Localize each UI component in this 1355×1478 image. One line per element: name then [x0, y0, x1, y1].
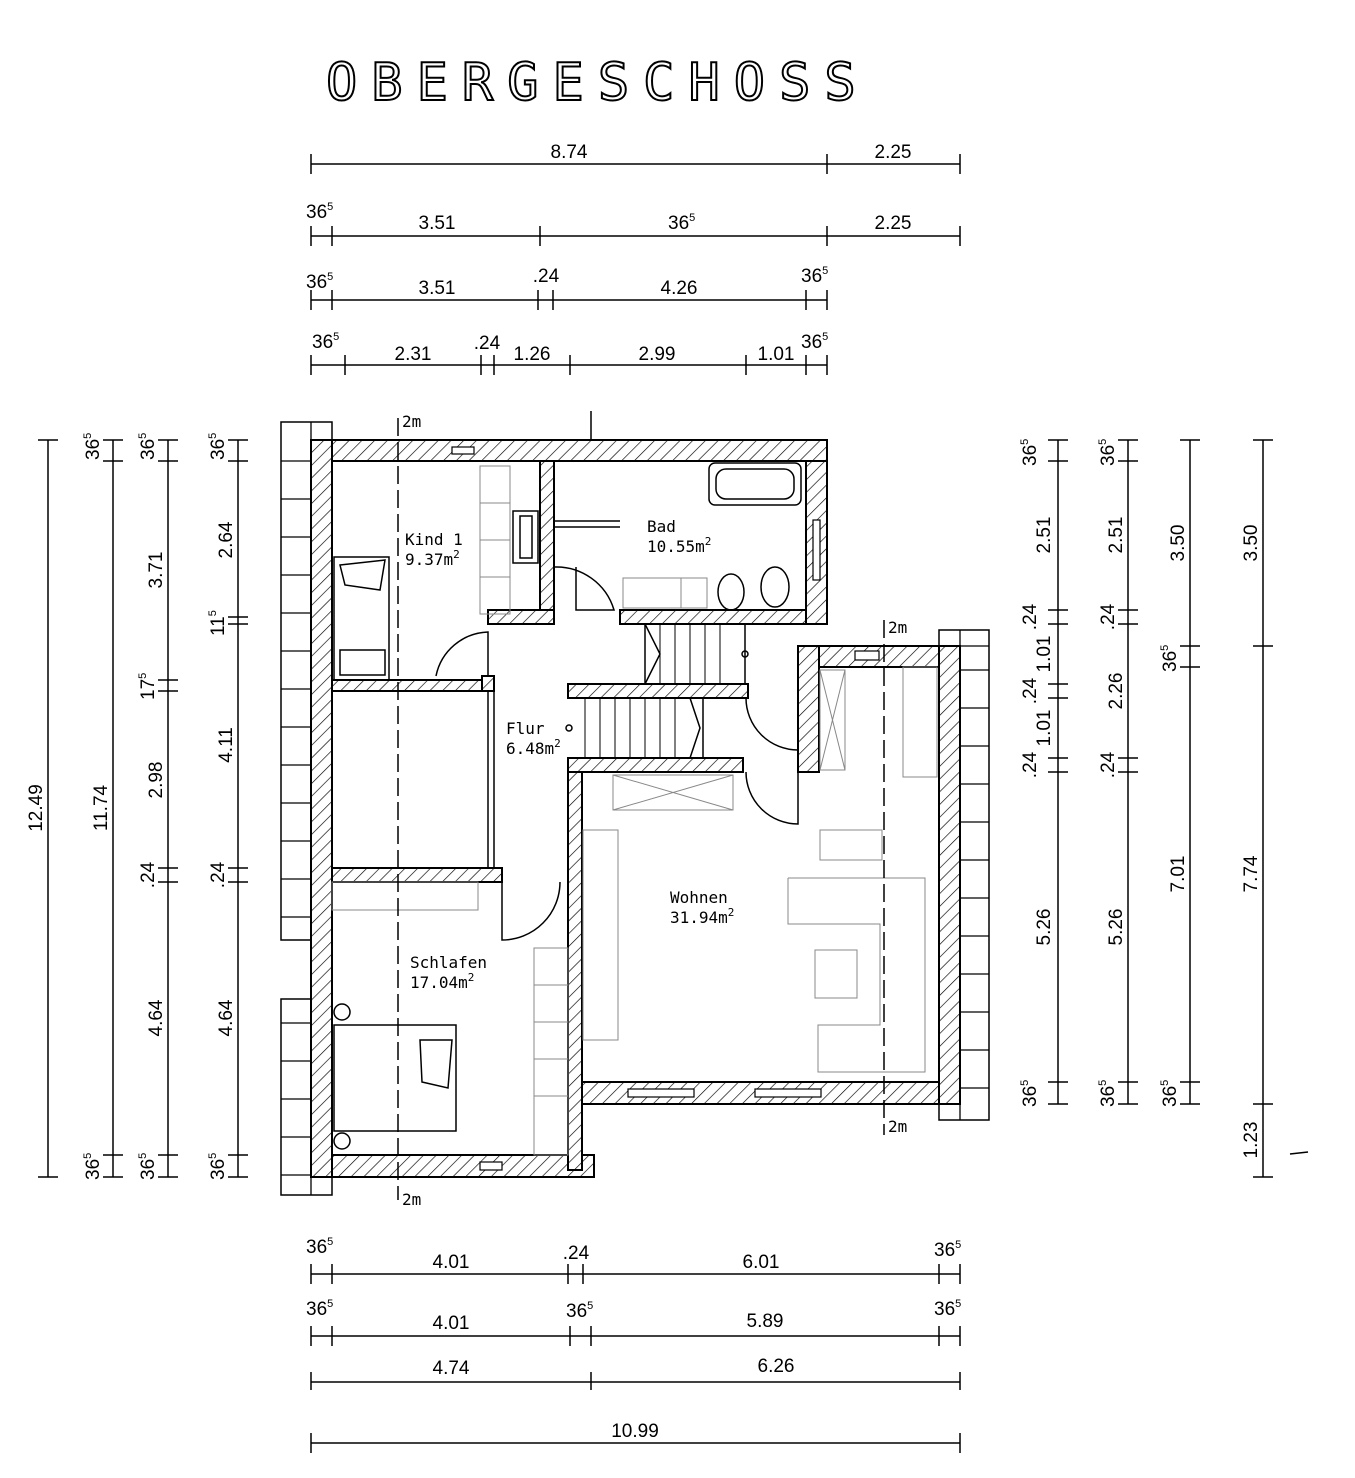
room-name-schlafen: Schlafen	[410, 953, 487, 972]
dim-right-c1-d: 1.01	[1034, 636, 1055, 673]
room-area-kind1: 9.37m2	[405, 548, 460, 569]
top-dimension-chains: 8.74 2.25 365 3.51 365 2.25 365 3.51 .24…	[306, 142, 961, 375]
section-lines	[397, 418, 885, 1200]
dim-right-c2-a: 365	[1097, 439, 1119, 466]
dim-top-r2-a: 365	[306, 201, 333, 223]
dim-right-c3-d: 365	[1159, 1080, 1181, 1107]
dim-left-c3-f: 4.64	[146, 999, 167, 1036]
left-dimension-chains: 12.49 365 11.74 365 365 3.71 175 2.98 .2…	[26, 433, 248, 1180]
dim-bot-r2-a: 365	[306, 1298, 333, 1320]
dim-right-c2-g: 365	[1097, 1080, 1119, 1107]
dim-right-c2-b: 2.51	[1106, 517, 1127, 554]
dim-right-c1-g: .24	[1020, 751, 1041, 778]
dim-right-c1-c: .24	[1020, 603, 1041, 630]
dim-top-2-25: 2.25	[875, 142, 912, 163]
dim-top-r3-a: 365	[306, 271, 333, 293]
dim-bot-r3-a: 4.74	[433, 1358, 470, 1379]
dim-bot-r2-b: 4.01	[433, 1313, 470, 1334]
dim-right-c1-h: 5.26	[1034, 909, 1055, 946]
dim-right-c2-e: .24	[1098, 751, 1119, 778]
dim-left-c2-b: 11.74	[91, 785, 112, 832]
dim-right-c1-i: 365	[1019, 1080, 1041, 1107]
section-marker-bottom-right: 2m	[888, 1117, 907, 1136]
dim-left-c3-c: 175	[137, 673, 159, 700]
dim-bot-r3-b: 6.26	[758, 1356, 795, 1377]
dim-top-r4-a: 365	[312, 331, 339, 353]
dim-left-c4-f: 4.64	[216, 999, 237, 1036]
bottom-dimension-chains: 365 4.01 .24 6.01 365 365 4.01 365 5.89 …	[306, 1236, 961, 1453]
dim-left-c3-a: 365	[137, 433, 159, 460]
dim-top-r4-g: 365	[801, 331, 828, 353]
dim-left-c3-b: 3.71	[146, 552, 167, 589]
dim-right-c2-c: .24	[1098, 603, 1119, 630]
dim-bot-r2-e: 365	[934, 1298, 961, 1320]
dim-top-r2-d: 2.25	[875, 213, 912, 234]
dim-bot-r1-a: 365	[306, 1236, 333, 1258]
dim-top-r4-f: 1.01	[758, 344, 795, 365]
section-marker-top-left: 2m	[402, 412, 421, 431]
dim-bot-r1-c: .24	[563, 1243, 590, 1264]
room-name-wohnen: Wohnen	[670, 888, 728, 907]
room-name-bad: Bad	[647, 517, 676, 536]
dim-right-c1-e: .24	[1020, 677, 1041, 704]
room-area-schlafen: 17.04m2	[410, 971, 474, 992]
dim-bot-r1-e: 365	[934, 1239, 961, 1261]
dim-left-c2-c: 365	[82, 1153, 104, 1180]
doors	[435, 566, 799, 941]
dim-right-c1-b: 2.51	[1034, 517, 1055, 554]
dim-bot-r4-a: 10.99	[611, 1421, 659, 1442]
dim-bot-r2-c: 365	[566, 1300, 593, 1322]
dim-top-r3-e: 365	[801, 265, 828, 287]
dim-bot-r1-d: 6.01	[743, 1252, 780, 1273]
room-area-wohnen: 31.94m2	[670, 906, 734, 927]
furniture	[331, 462, 938, 1156]
right-dimension-chains: 365 2.51 .24 1.01 .24 1.01 .24 5.26 365 …	[1019, 439, 1309, 1178]
dim-top-r4-c: .24	[474, 333, 501, 354]
section-marker-top-right: 2m	[888, 618, 907, 637]
dim-top-r4-e: 2.99	[639, 344, 676, 365]
dim-left-c2-a: 365	[82, 433, 104, 460]
interior-lines	[332, 623, 749, 868]
room-name-flur: Flur	[506, 719, 545, 738]
dim-right-c2-d: 2.26	[1106, 673, 1127, 710]
plan-title: OBERGESCHOSS	[326, 53, 870, 113]
windows	[451, 446, 880, 1171]
dim-left-c4-a: 365	[207, 433, 229, 460]
room-area-flur: 6.48m2	[506, 737, 561, 758]
dim-bot-r1-b: 4.01	[433, 1252, 470, 1273]
dim-top-r4-b: 2.31	[395, 344, 432, 365]
dim-right-c1-a: 365	[1019, 439, 1041, 466]
dim-right-c4-c: 1.23	[1241, 1122, 1262, 1159]
walls	[310, 439, 961, 1178]
dim-top-r3-c: .24	[533, 266, 560, 287]
dim-bot-r2-d: 5.89	[747, 1311, 784, 1332]
dim-right-c1-f: 1.01	[1034, 710, 1055, 747]
room-name-kind1: Kind 1	[405, 530, 463, 549]
dim-left-c3-d: 2.98	[146, 762, 167, 799]
dim-left-c4-e: .24	[208, 861, 229, 888]
dim-right-c4-b: 7.74	[1241, 855, 1262, 892]
section-marker-bottom-left: 2m	[402, 1190, 421, 1209]
dim-top-r4-d: 1.26	[514, 344, 551, 365]
dim-right-c3-a: 3.50	[1168, 525, 1189, 562]
dim-left-c3-g: 365	[137, 1153, 159, 1180]
dim-right-c3-c: 7.01	[1168, 856, 1189, 893]
dim-left-c3-e: .24	[138, 861, 159, 888]
room-labels: Kind 1 9.37m2 Bad 10.55m2 Flur 6.48m2 Wo…	[405, 517, 734, 992]
room-area-bad: 10.55m2	[647, 535, 711, 556]
dim-left-c4-b: 2.64	[216, 521, 237, 558]
dim-right-c4-a: 3.50	[1241, 525, 1262, 562]
dim-top-r2-b: 3.51	[419, 213, 456, 234]
dim-right-c3-b: 365	[1159, 645, 1181, 672]
dim-left-c4-g: 365	[207, 1153, 229, 1180]
dim-top-r3-b: 3.51	[419, 278, 456, 299]
dim-right-c2-f: 5.26	[1106, 909, 1127, 946]
dim-top-r2-c: 365	[668, 212, 695, 234]
dim-left-c4-d: 4.11	[216, 727, 237, 763]
dim-left-c1: 12.49	[26, 784, 47, 832]
dim-top-r3-d: 4.26	[661, 278, 698, 299]
dim-top-8-74: 8.74	[551, 142, 588, 163]
dim-left-c4-c: 115	[207, 610, 229, 636]
